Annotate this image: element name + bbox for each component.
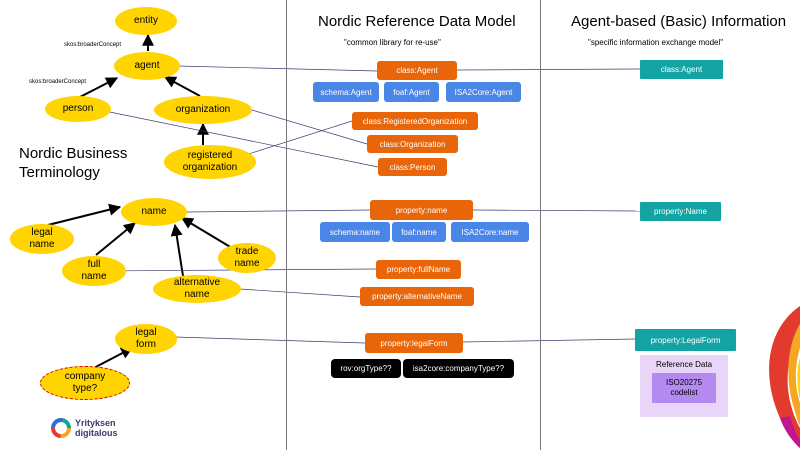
business-terminology-line1: Nordic Business [19,145,128,162]
vocab-schema-agent: schema:Agent [313,82,379,102]
vocab-schema-name: schema:name [320,222,390,242]
concept-person: person [45,96,111,122]
middle-column-title: Nordic Reference Data Model [318,13,516,30]
model-class-person: class:Person [378,158,447,176]
concept-name: name [121,198,187,226]
column-separator-right [540,0,541,450]
fullname-to-name-arrow [95,222,136,256]
person-to-agent-arrow [79,77,119,98]
business-terminology-title: Nordic Business Terminology [19,144,127,182]
vocab-isa2core-agent: ISA2Core:Agent [446,82,521,102]
alternative-to-name-arrow [170,223,184,277]
info-property-name: property:Name [640,202,721,221]
model-class-organization: class:Organization [367,135,458,153]
vocab-rov-orgtype: rov:orgType?? [331,359,401,378]
concept-entity: entity [115,7,177,35]
vocab-foaf-agent: foaf:Agent [384,82,439,102]
logo-text: Yrityksen digitalous [75,418,118,438]
concept-agent: agent [114,52,180,80]
business-terminology-line2: Terminology [19,164,100,181]
info-class-agent: class:Agent [640,60,723,79]
concept-organization: organization [154,96,252,124]
broader-concept-label-2: skos:broaderConcept [29,79,87,85]
vocab-foaf-name: foaf:name [392,222,446,242]
vocab-isa2core-companytype: isa2core:companyType?? [403,359,514,378]
model-class-registered-organization: class:RegisteredOrganization [352,112,478,130]
model-property-legalform: property:legalForm [365,333,463,353]
model-property-fullname: property:fullName [376,260,461,279]
organization-to-agent-arrow [163,76,201,97]
tradename-to-name-arrow [180,217,233,249]
logo-icon [51,418,71,438]
info-property-legalform: property:LegalForm [635,329,736,351]
column-separator-left [286,0,287,450]
right-column-title: Agent-based (Basic) Information [571,13,787,30]
middle-column-subtitle: "common library for re-use" [344,38,441,47]
model-property-name: property:name [370,200,473,220]
reference-data-title: Reference Data [655,360,713,369]
legalname-to-name-arrow [47,203,122,226]
model-class-agent: class:Agent [377,61,457,80]
broader-concept-label-1: skos:broaderConcept [64,42,122,48]
right-column-subtitle: "specific information exchange model" [588,38,724,47]
decorative-swirl [769,306,800,448]
model-property-alternativename: property:alternativeName [360,287,474,306]
vocab-isa2core-name: ISA2Core:name [451,222,529,242]
